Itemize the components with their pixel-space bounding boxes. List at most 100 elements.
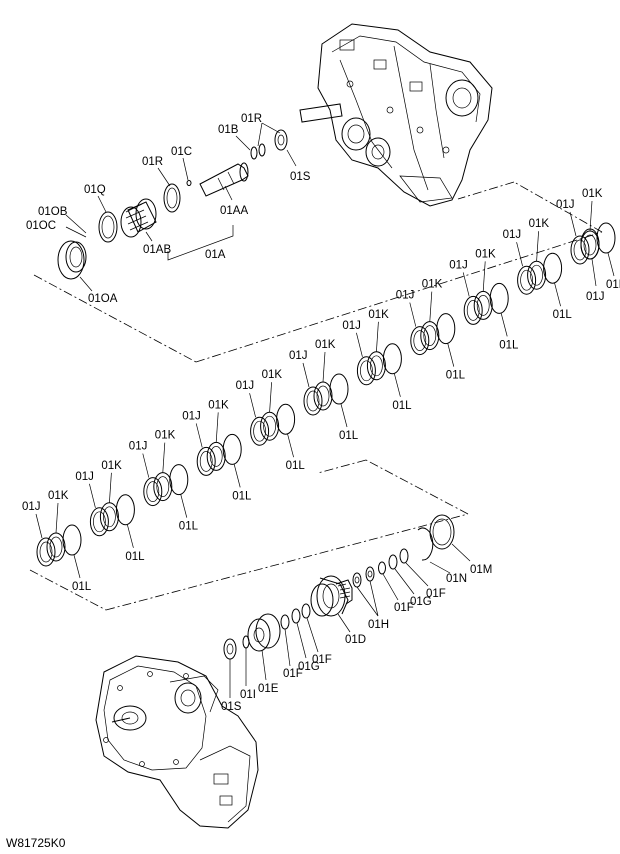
label-01L-2: 01L [179, 521, 199, 533]
part-01D-gear [310, 575, 353, 617]
part-01F-washer-r1 [399, 548, 409, 564]
label-01K-2: 01K [155, 430, 176, 442]
label-01Q: 01Q [84, 184, 106, 196]
part-01Q-ring [98, 211, 118, 243]
ring-01J-6 [356, 356, 376, 386]
label-01S-top: 01S [290, 171, 311, 183]
label-01S-bot: 01S [221, 701, 242, 713]
ring-01J-3 [196, 446, 216, 476]
label-01F-l2: 01F [283, 668, 303, 680]
label-01K-6: 01K [368, 309, 389, 321]
label-01R-top: 01R [241, 113, 262, 125]
input-shaft-group [57, 129, 288, 280]
part-01F-washer-l [301, 603, 311, 619]
label-01J-0: 01J [22, 501, 41, 513]
ring-01L-9 [543, 252, 563, 284]
label-01N: 01N [446, 573, 467, 585]
label-01K-8: 01K [475, 248, 496, 260]
part-01C-pin [186, 180, 192, 186]
ring-01J-end [580, 228, 600, 260]
ring-01L-10 [596, 222, 616, 254]
label-01J-2: 01J [129, 441, 148, 453]
label-01G-r: 01G [410, 596, 432, 608]
part-01I-ring [242, 635, 250, 649]
label-01J-6: 01J [342, 320, 361, 332]
part-01G-washer-l [291, 608, 301, 624]
ring-01L-7 [436, 313, 456, 345]
ring-01J-2 [143, 477, 163, 507]
label-01OA: 01OA [88, 293, 118, 305]
label-01L-3: 01L [232, 490, 252, 502]
label-01OB: 01OB [38, 206, 68, 218]
part-01H-bearing-a [365, 566, 375, 582]
ring-01J-10 [570, 235, 590, 265]
figure-code: W81725K0 [6, 836, 66, 850]
label-01J-4: 01J [236, 380, 255, 392]
part-01AA-shaft [199, 163, 249, 197]
label-01AA: 01AA [220, 205, 248, 217]
ring-01L-1 [115, 494, 135, 526]
label-01L-4: 01L [286, 460, 306, 472]
label-01J-8: 01J [449, 259, 468, 271]
label-01A: 01A [205, 249, 226, 261]
dashed-frame-upper [33, 181, 603, 363]
dashed-frame-lower [29, 459, 469, 611]
ring-01L-0 [62, 524, 82, 556]
ring-01J-7 [410, 326, 430, 356]
ring-01J-9 [517, 265, 537, 295]
ring-01L-2 [169, 464, 189, 496]
label-01J-9: 01J [503, 229, 522, 241]
clutch-pack-rings: 01J01K01L01J01K01L01J01K01L01J01K01L01J0… [22, 188, 620, 593]
label-01F-r2: 01F [394, 602, 414, 614]
label-01K-0: 01K [48, 490, 69, 502]
ring-01L-8 [489, 282, 509, 314]
ring-01L-4 [276, 403, 296, 435]
label-01E: 01E [258, 683, 279, 695]
label-01H: 01H [368, 619, 389, 631]
label-01OC: 01OC [26, 220, 56, 232]
part-01M-ring [429, 514, 455, 550]
part-01E-hub [247, 613, 281, 652]
label-01J-3: 01J [182, 410, 201, 422]
part-01H-bearing-b [352, 572, 362, 588]
label-01K-4: 01K [262, 369, 283, 381]
label-01K-3: 01K [208, 399, 229, 411]
part-01F-washer-l2 [280, 614, 290, 630]
ring-01J-0 [36, 537, 56, 567]
part-01N-snapring [417, 527, 434, 561]
label-01J-10: 01J [556, 199, 575, 211]
label-01K-1: 01K [101, 460, 122, 472]
label-01L-8: 01L [499, 339, 519, 351]
output-shaft-group [223, 514, 455, 660]
part-labels: 01B 01R 01S 01C 01R 01AA 01Q 01OB 01OC 0… [26, 113, 492, 713]
label-01F-l: 01F [312, 654, 332, 666]
transmission-housing-upper [299, 23, 493, 207]
label-01L-0: 01L [72, 581, 92, 593]
label-01K-7: 01K [422, 279, 443, 291]
transmission-housing-lower [95, 655, 259, 829]
label-01L-1: 01L [125, 551, 145, 563]
label-01J-1: 01J [75, 471, 94, 483]
label-01B: 01B [218, 124, 239, 136]
ring-01L-6 [382, 343, 402, 375]
ring-01L-3 [222, 433, 242, 465]
part-01R-ring-mid [163, 183, 181, 213]
label-01G-l: 01G [298, 661, 320, 673]
label-01L-9: 01L [553, 309, 573, 321]
leaders-bottom [229, 543, 471, 698]
ring-01L-5 [329, 373, 349, 405]
label-01J-end: 01J [586, 291, 605, 303]
label-01F-r1: 01F [426, 588, 446, 600]
part-01OA-seal [57, 240, 85, 280]
label-01J-5: 01J [289, 350, 308, 362]
label-01K-5: 01K [315, 339, 336, 351]
label-01L-10: 01L [606, 279, 620, 291]
label-01J-7: 01J [396, 290, 415, 302]
label-01R-mid: 01R [142, 156, 163, 168]
label-01L-5: 01L [339, 430, 359, 442]
part-01S-bearing-top [274, 129, 288, 151]
label-01K-9: 01K [529, 218, 550, 230]
ring-01J-1 [89, 507, 109, 537]
part-01R-ring-top [258, 143, 266, 157]
